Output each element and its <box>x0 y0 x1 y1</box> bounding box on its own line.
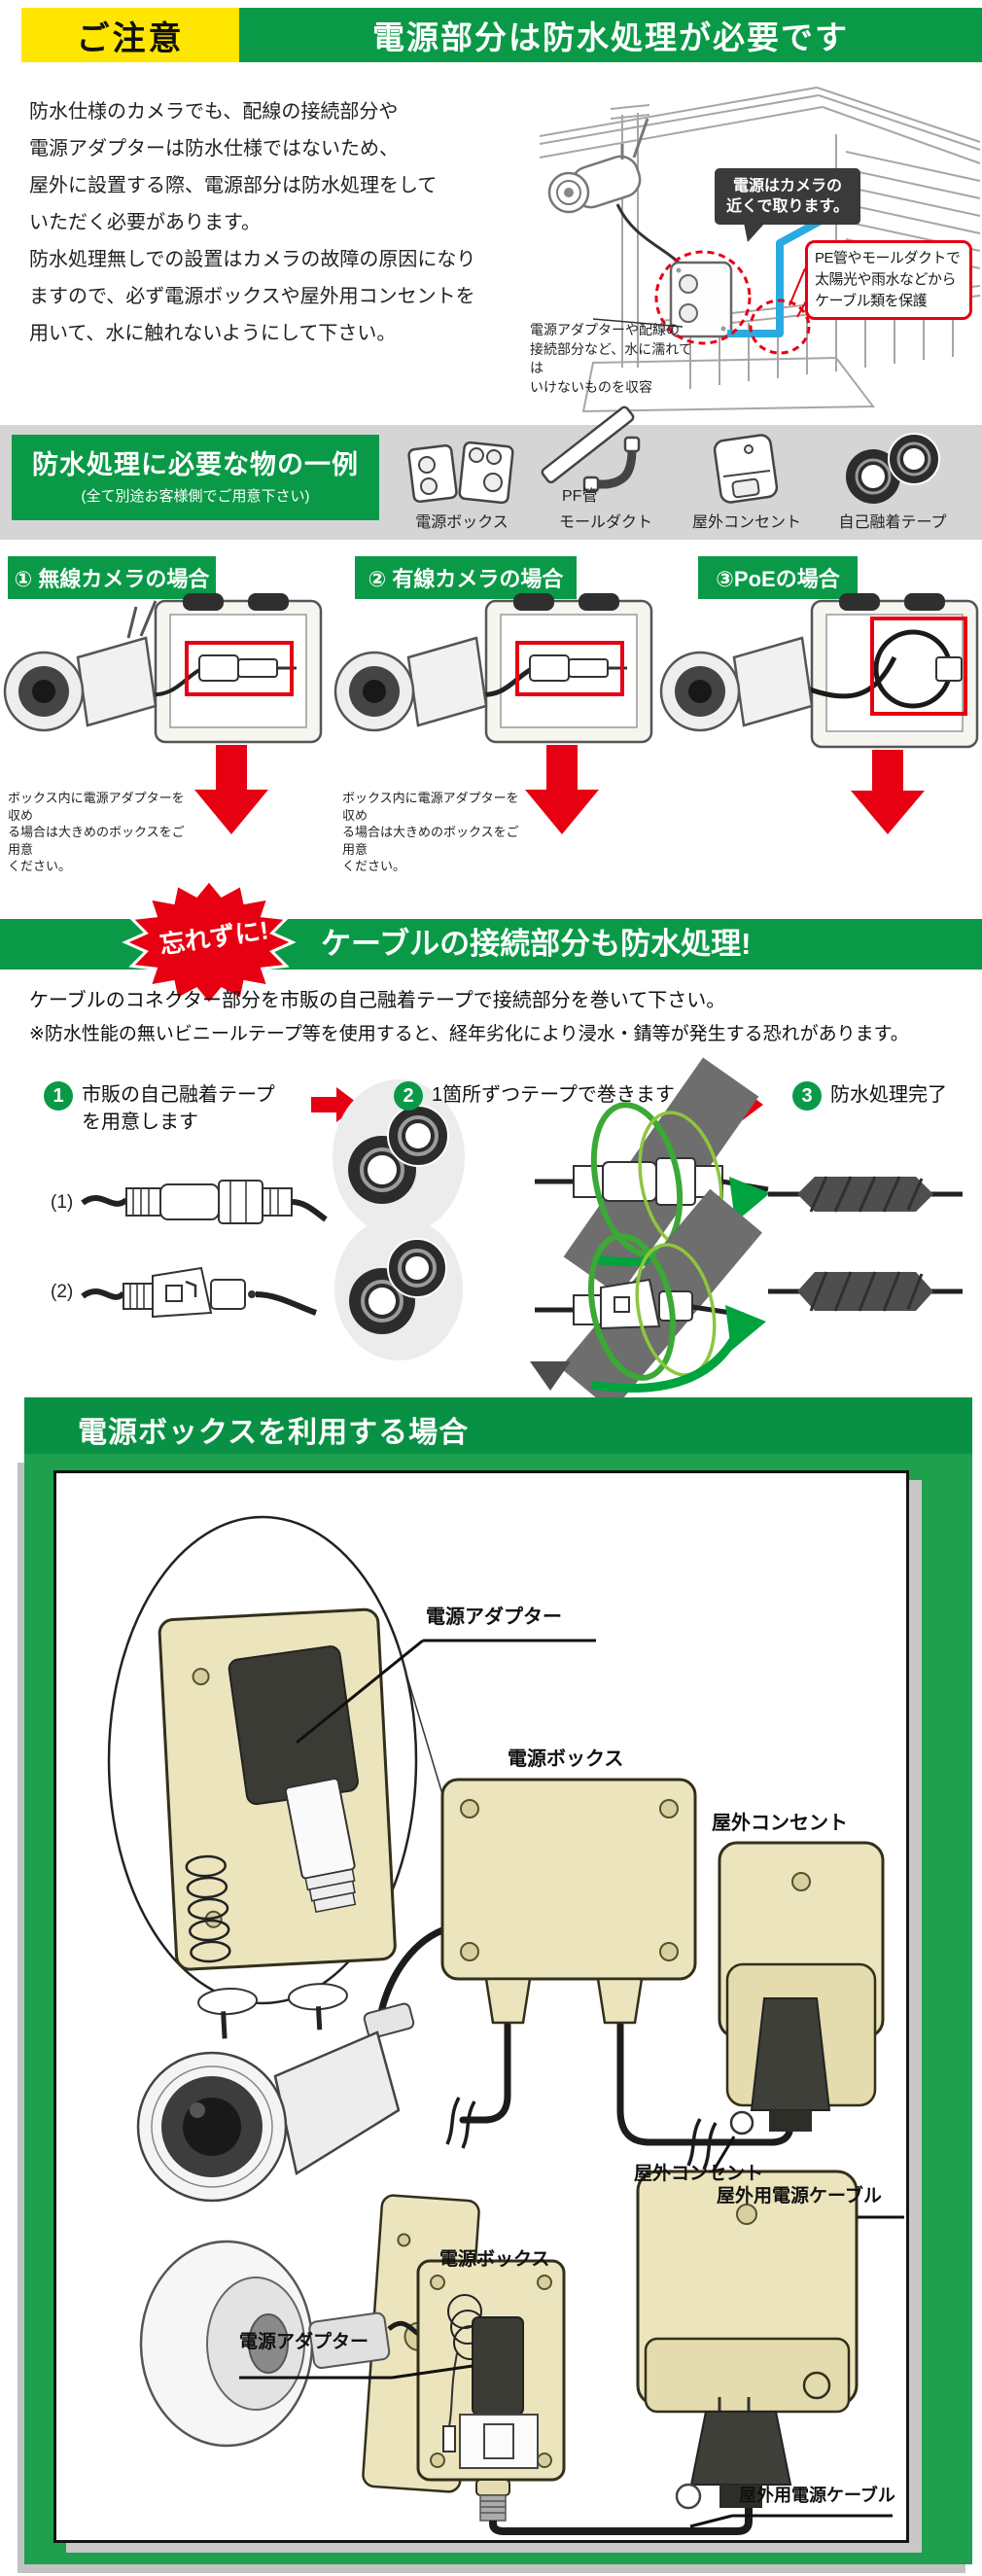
red-arrow-down-icon <box>194 745 268 834</box>
label-power-box: 電源ボックス <box>439 2249 550 2270</box>
step3-badge: 3 <box>792 1081 822 1111</box>
ac-adapter <box>472 2316 524 2416</box>
row1-label: (1) <box>51 1192 74 1213</box>
outdoor-outlet-icon <box>713 434 779 504</box>
pe-duct <box>727 216 824 337</box>
step1-text: 市販の自己融着テープ を用意します <box>82 1084 275 1133</box>
materials-item-label: 自己融着テープ <box>838 514 947 531</box>
wrapped-result-illustration <box>768 1271 963 1312</box>
dc-connector-illustration <box>81 1180 328 1224</box>
plug <box>750 1997 831 2111</box>
label-outdoor-outlet: 屋外コンセント <box>634 2164 764 2184</box>
section-arrow-icon <box>530 1361 571 1391</box>
reminder-instruction: ケーブルのコネクター部分を市販の自己融着テープで接続部分を巻いて下さい。 <box>29 990 726 1011</box>
red-arrow-down-icon <box>525 745 599 834</box>
camera-icon <box>333 636 488 732</box>
step1-badge: 1 <box>44 1081 73 1111</box>
case1-illustration <box>3 593 323 834</box>
camera-icon <box>659 636 814 732</box>
connector-highlight <box>515 641 624 696</box>
power-box-icon <box>407 441 514 505</box>
camera-cable <box>615 203 681 265</box>
arrow-right-icon <box>311 1087 360 1122</box>
step3-text: 防水処理完了 <box>830 1084 947 1106</box>
materials-title-box: 防水処理に必要な物の一例 (全て別途お客様側でご用意下さい) <box>12 435 379 520</box>
label-outdoor-cable: 屋外用電源ケーブル <box>739 2486 895 2505</box>
outdoor-outlet <box>636 2170 859 2510</box>
green-arrow-icon <box>725 1305 766 1351</box>
powerbox-diagrams <box>107 1515 904 2535</box>
materials-title: 防水処理に必要な物の一例 <box>32 450 359 479</box>
tape-icon <box>333 1079 465 1235</box>
wrapping-illustration <box>535 1188 766 1412</box>
tape-icon <box>846 433 940 504</box>
label-outdoor-cable: 屋外用電源ケーブル <box>717 2186 882 2206</box>
bnc-connector-illustration <box>81 1266 317 1319</box>
powerbox-section-header <box>24 1397 972 1454</box>
pe-duct-callout: PE管やモールダクトで 太陽光や雨水などから ケーブル類を保護 <box>805 240 972 320</box>
camera-icon <box>547 118 649 214</box>
label-power-adapter: 電源アダプター <box>239 2332 369 2352</box>
highlight-circle-duct <box>749 299 811 355</box>
bubble-tail <box>744 223 765 242</box>
materials-item-label: モールダクト <box>558 514 652 531</box>
label-power-box: 電源ボックス <box>508 1748 624 1770</box>
materials-item-label: PF管 <box>562 488 598 505</box>
pf-pipe-duct-icon <box>541 406 641 493</box>
materials-item-label: 電源ボックス <box>415 514 509 531</box>
case1-header: ① 無線カメラの場合 <box>8 556 216 599</box>
outdoor-cable <box>489 2506 753 2535</box>
plug <box>284 1778 357 1914</box>
power-source-bubble: 電源はカメラの 近くで取ります。 <box>715 168 860 225</box>
cable-break-marks <box>445 2097 718 2170</box>
case3-header: ③PoEの場合 <box>698 556 858 599</box>
wrapped-result-illustration <box>768 1176 963 1213</box>
powerbox-section-title: 電源ボックスを利用する場合 <box>78 1417 470 1449</box>
plug <box>689 2411 792 2486</box>
adapter-storage-note: 電源アダプターや配線の 接続部分など、水に濡れては いけないものを収容 <box>530 322 692 395</box>
case2-illustration <box>333 593 653 834</box>
closed-power-box <box>440 1778 697 2025</box>
red-arrow-down-icon <box>851 750 925 834</box>
case2-note: ボックス内に電源アダプターを収め る場合は大きめのボックスをご用意 ください。 <box>342 791 519 873</box>
connector-highlight <box>870 617 967 716</box>
intro-paragraph: 防水仕様のカメラでも、配線の接続部分や 電源アダプターは防水仕様ではないため、 … <box>29 101 476 344</box>
power-box-icon <box>669 261 733 338</box>
camera-icon <box>136 2002 415 2203</box>
reminder-title: ケーブルの接続部分も防水処理! <box>321 927 752 961</box>
callout-leader-black <box>592 318 684 328</box>
label-power-adapter: 電源アダプター <box>426 1606 562 1628</box>
starburst-badge <box>122 878 297 1006</box>
caution-badge: ご注意 <box>21 8 239 62</box>
materials-subtitle: (全て別途お客様側でご用意下さい) <box>81 488 310 505</box>
connector-highlight <box>185 641 294 696</box>
case2-header: ② 有線カメラの場合 <box>355 556 577 599</box>
step2-text: 1箇所ずつテープで巻きます <box>432 1084 675 1106</box>
case1-note: ボックス内に電源アダプターを収め る場合は大きめのボックスをご用意 ください。 <box>8 791 185 873</box>
tape-icon <box>334 1217 463 1360</box>
open-power-box <box>158 1607 397 2039</box>
case3-illustration <box>659 593 979 834</box>
step2-badge: 2 <box>394 1081 423 1111</box>
highlight-circle-box <box>654 250 752 345</box>
page-title: 電源部分は防水処理が必要です <box>239 8 982 62</box>
reminder-warning: ※防水性能の無いビニールテープ等を使用すると、経年劣化により浸水・錆等が発生する… <box>29 1024 909 1044</box>
ac-adapter <box>228 1645 359 1806</box>
label-outdoor-outlet: 屋外コンセント <box>712 1813 848 1834</box>
camera-icon <box>3 600 158 732</box>
outdoor-outlet <box>718 1841 885 2135</box>
row2-label: (2) <box>51 1282 74 1302</box>
materials-item-label: 屋外コンセント <box>691 514 801 531</box>
green-arrow-icon <box>729 1177 770 1222</box>
